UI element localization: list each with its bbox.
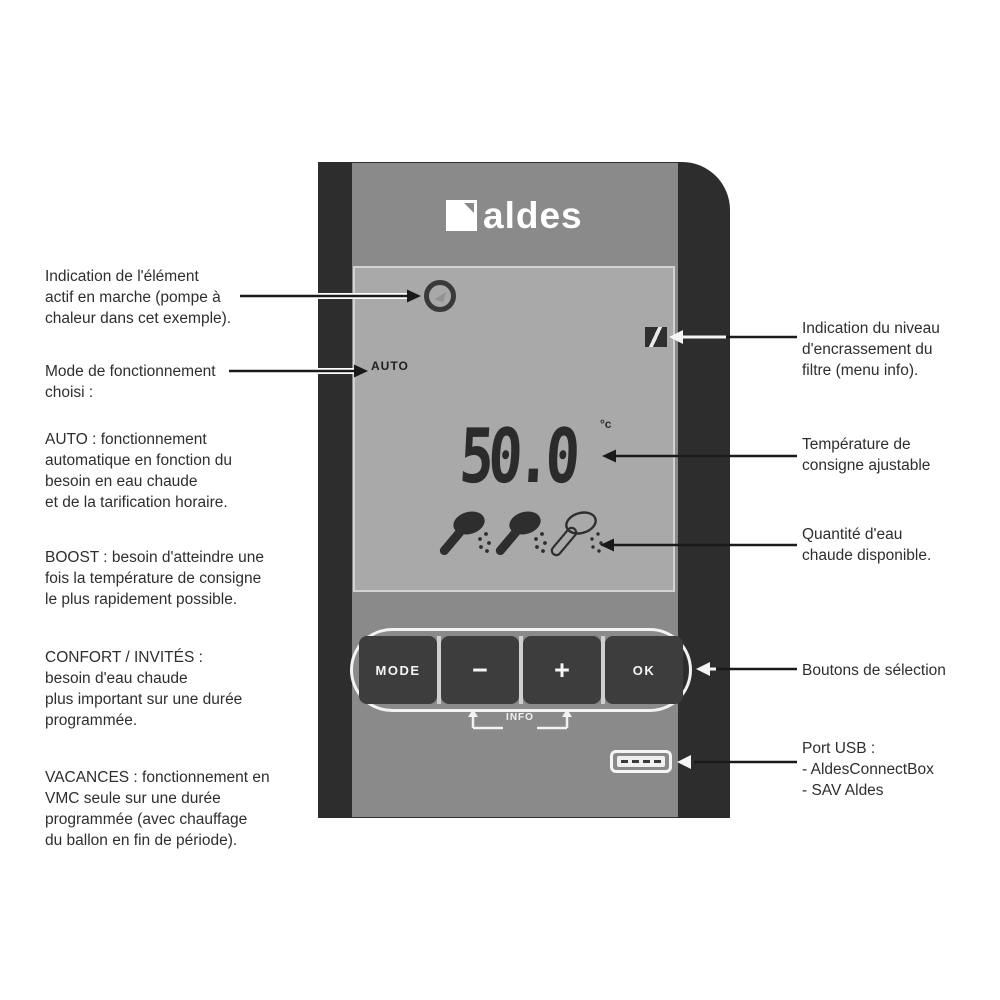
temperature-value: 50.0 <box>457 413 577 501</box>
shower-icon-filled <box>495 511 547 556</box>
filter-fouling-icon <box>645 327 667 347</box>
mode-button[interactable]: MODE <box>359 636 437 704</box>
note-usb: Port USB : - AldesConnectBox - SAV Aldes <box>802 740 934 799</box>
note-confort: CONFORT / INVITÉS : besoin d'eau chaude … <box>45 649 243 729</box>
button-row: MODE − + OK <box>350 628 692 712</box>
note-filter: Indication du niveau d'encrassement du f… <box>802 320 940 379</box>
button-separator <box>437 636 441 704</box>
usb-port <box>610 750 672 773</box>
note-water-quantity: Quantité d'eau chaude disponible. <box>802 526 932 564</box>
note-mode: Mode de fonctionnement choisi : <box>45 363 216 401</box>
button-separator <box>601 636 605 704</box>
usb-port-contacts <box>617 756 665 767</box>
note-temperature: Température de consigne ajustable <box>802 436 931 474</box>
note-auto: AUTO : fonctionnement automatique en fon… <box>45 431 232 511</box>
ok-button[interactable]: OK <box>605 636 683 704</box>
note-boost: BOOST : besoin d'atteindre une fois la t… <box>45 549 264 608</box>
note-buttons: Boutons de sélection <box>802 662 946 679</box>
button-separator <box>519 636 523 704</box>
shower-icon-filled <box>439 511 491 556</box>
minus-button[interactable]: − <box>441 636 519 704</box>
hot-water-level-icons <box>436 506 604 558</box>
mode-indicator: AUTO <box>371 359 409 373</box>
aldes-logo-icon <box>446 199 477 231</box>
pump-running-icon <box>424 280 456 312</box>
note-vacances: VACANCES : fonctionnement en VMC seule s… <box>45 769 270 849</box>
brand-text: aldes <box>483 194 583 236</box>
shower-icon-outline <box>550 511 603 557</box>
info-label: INFO <box>506 712 534 723</box>
brand-logo: aldes <box>446 196 583 234</box>
plus-button[interactable]: + <box>523 636 601 704</box>
temperature-unit: °c <box>600 417 612 431</box>
note-active-element: Indication de l'élément actif en marche … <box>45 268 232 327</box>
